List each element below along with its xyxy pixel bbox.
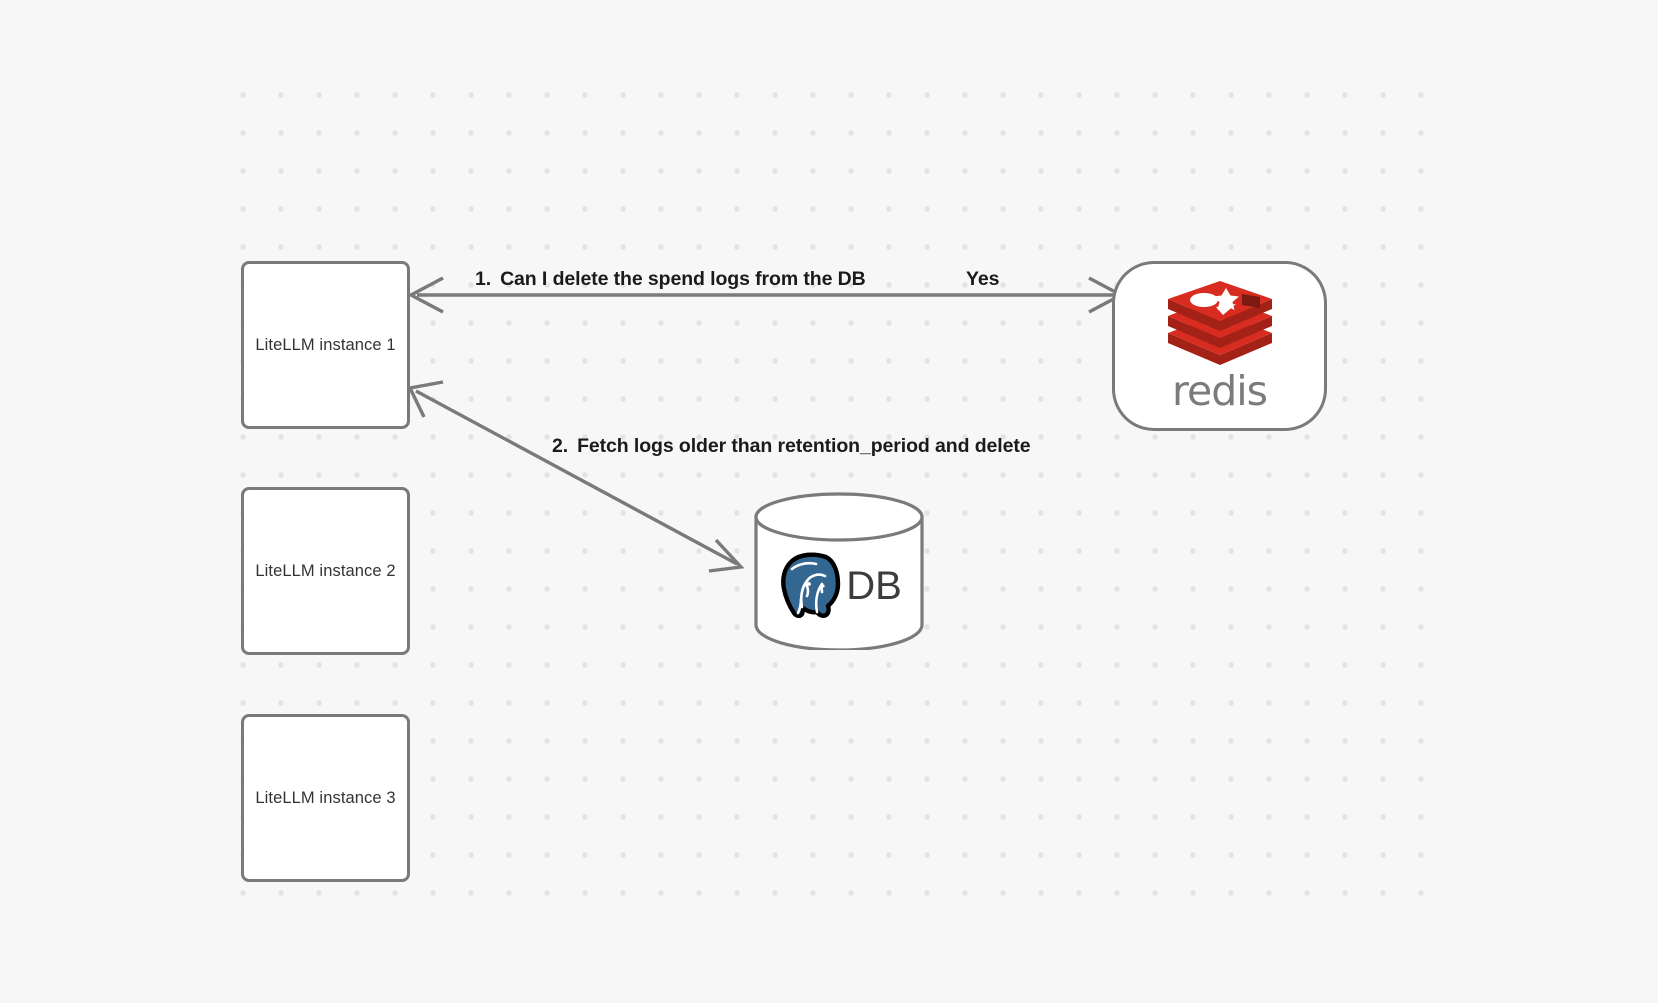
db-logo-group: DB bbox=[753, 544, 925, 628]
edge-label-step-2-text: Fetch logs older than retention_period a… bbox=[577, 435, 1031, 457]
edge-label-step-2-number: 2. bbox=[552, 435, 569, 457]
redis-wordmark: redis bbox=[1172, 366, 1268, 415]
edge-label-reply: Yes bbox=[966, 268, 1000, 290]
db-label: DB bbox=[846, 564, 902, 608]
edge-label-step-2: 2. Fetch logs older than retention_period… bbox=[552, 435, 1031, 458]
node-redis[interactable]: redis bbox=[1112, 261, 1327, 431]
edge-label-step-1-number: 1. bbox=[475, 268, 492, 290]
arrowhead-lower-right bbox=[708, 538, 745, 573]
postgresql-elephant-icon bbox=[781, 552, 841, 618]
redis-logo-icon bbox=[1167, 280, 1272, 365]
arrowhead-left bbox=[407, 276, 444, 314]
node-litellm-instance-1-label: LiteLLM instance 1 bbox=[255, 335, 396, 354]
node-litellm-instance-2-label: LiteLLM instance 2 bbox=[255, 561, 396, 580]
node-litellm-instance-3[interactable]: LiteLLM instance 3 bbox=[241, 714, 410, 882]
node-db[interactable]: DB bbox=[753, 492, 925, 650]
node-litellm-instance-1[interactable]: LiteLLM instance 1 bbox=[241, 261, 410, 429]
node-litellm-instance-3-label: LiteLLM instance 3 bbox=[255, 788, 396, 807]
arrowhead-upper-left bbox=[407, 380, 444, 418]
edge-label-step-1: 1. Can I delete the spend logs from the D… bbox=[475, 268, 866, 291]
node-litellm-instance-2[interactable]: LiteLLM instance 2 bbox=[241, 487, 410, 655]
edge-db-instance1 bbox=[407, 380, 745, 573]
edge-label-step-1-text: Can I delete the spend logs from the DB bbox=[500, 268, 866, 290]
redis-logo-group: redis bbox=[1164, 280, 1276, 415]
